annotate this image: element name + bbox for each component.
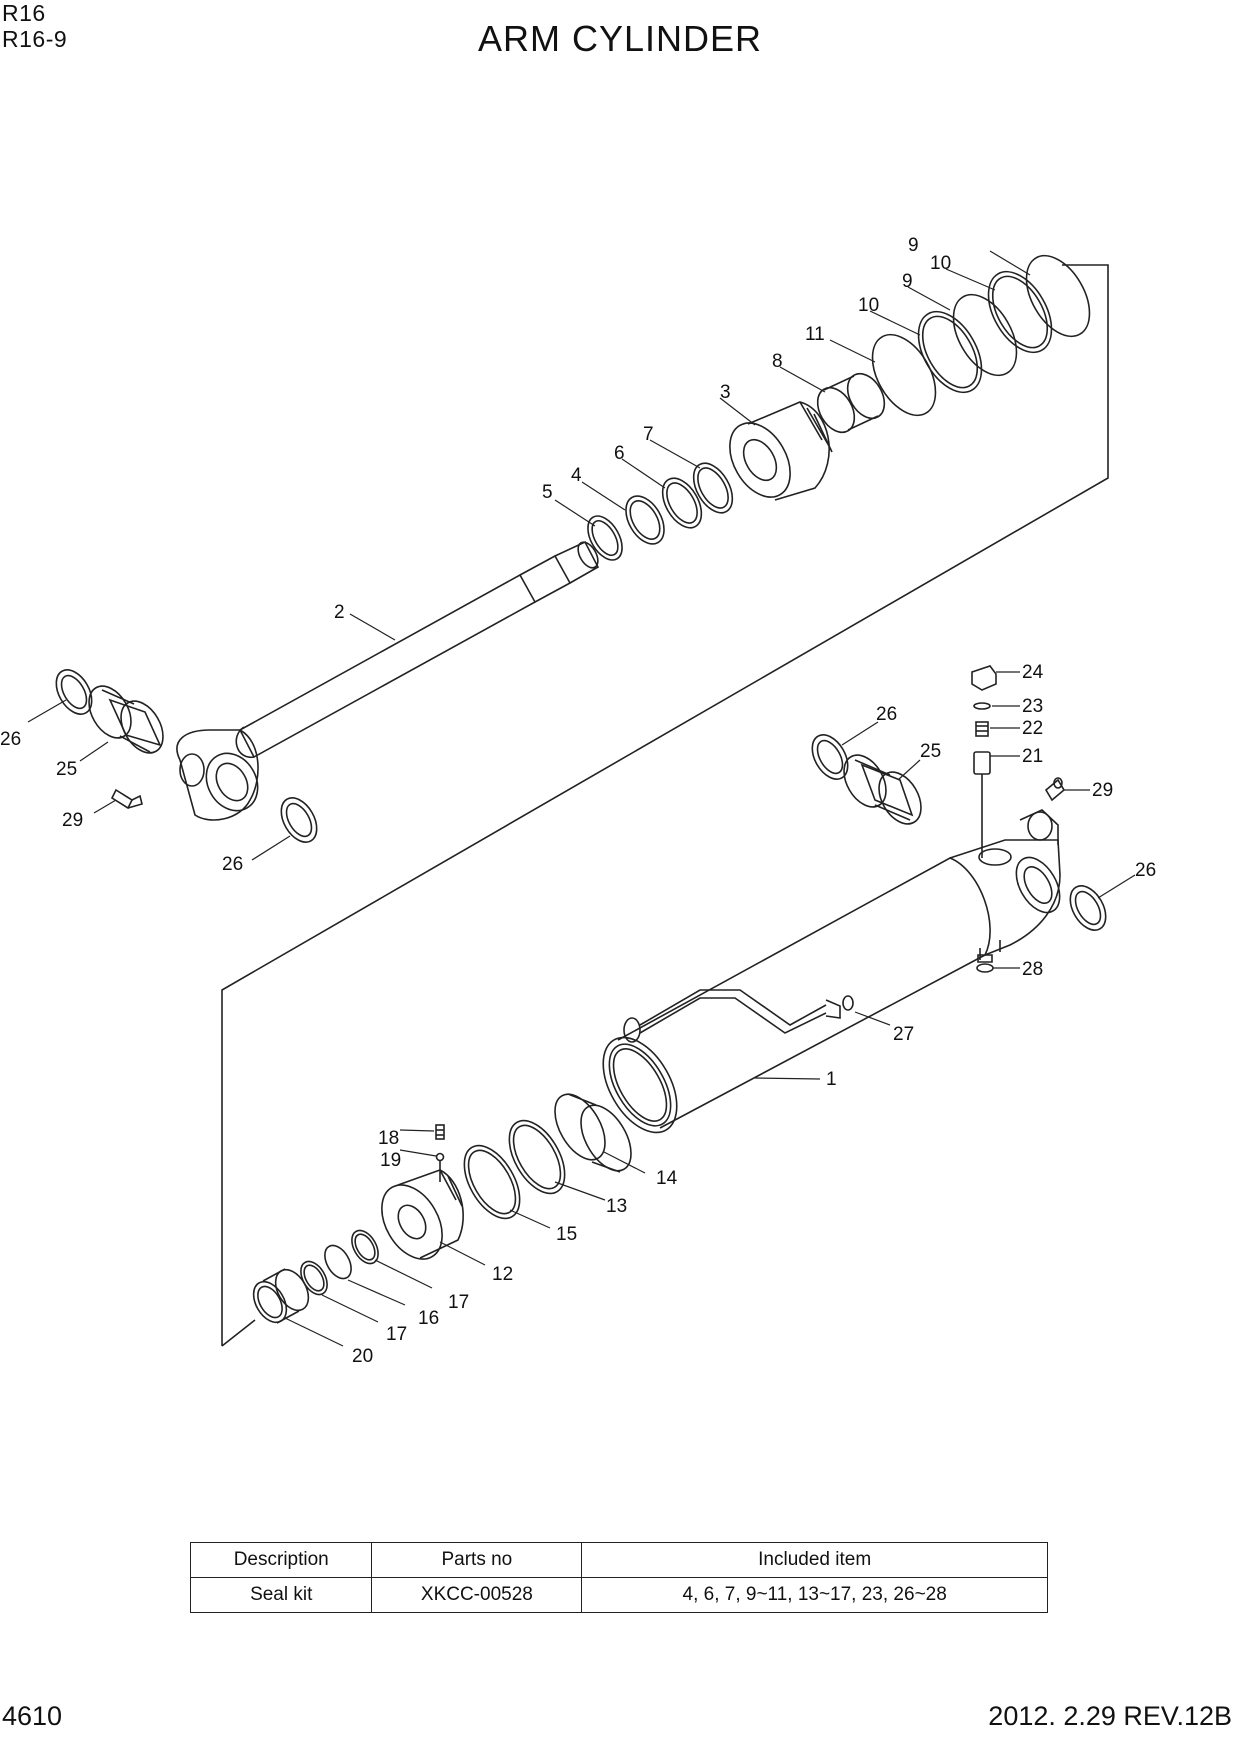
port-boss	[1019, 809, 1059, 845]
callout-26: 26	[876, 704, 897, 725]
bushing-8	[816, 372, 886, 434]
callout-22: 22	[1022, 718, 1043, 739]
piston-seal-small-5	[587, 515, 623, 561]
rod-eye	[176, 729, 259, 821]
callout-19: 19	[380, 1150, 401, 1171]
callout-6: 6	[614, 443, 625, 464]
callout-26: 26	[0, 729, 21, 750]
callout-2: 2	[334, 602, 345, 623]
col-header-description: Description	[189, 1542, 373, 1578]
col-header-included-item: Included item	[581, 1542, 1048, 1578]
backup-ring-10b	[987, 270, 1053, 354]
assembly-frame	[221, 264, 1109, 1347]
grease-nipple-left	[110, 788, 143, 810]
bushing-right	[843, 754, 922, 825]
callout-20: 20	[352, 1346, 373, 1367]
revision-stamp: 2012. 2.29 REV.12B	[988, 1701, 1232, 1731]
seal-kit-table: Description Parts no Included item Seal …	[189, 1542, 1048, 1613]
callout-23: 23	[1022, 696, 1043, 717]
seal-ring-4	[625, 495, 665, 545]
callout-3: 3	[720, 382, 731, 403]
grease-nipple-right	[1044, 777, 1066, 802]
callout-16: 16	[418, 1308, 439, 1329]
dust-seal-left-lower	[280, 797, 318, 843]
leader-lines	[27, 250, 1136, 1347]
seal-ring-7	[692, 462, 734, 514]
callout-27: 27	[893, 1024, 914, 1045]
callout-11: 11	[805, 324, 825, 345]
o-ring-17a	[351, 1229, 379, 1265]
head-block	[949, 839, 1061, 960]
ring-9a	[952, 293, 1018, 377]
wear-ring-13	[508, 1119, 566, 1195]
cell-parts-no: XKCC-00528	[371, 1577, 583, 1613]
page-number: 4610	[2, 1701, 63, 1731]
set-screw-18	[435, 1124, 445, 1140]
callout-24: 24	[1022, 662, 1044, 683]
callout-29: 29	[1092, 780, 1113, 801]
callout-4: 4	[571, 465, 582, 486]
callout-17: 17	[386, 1324, 407, 1345]
piston-12	[381, 1169, 464, 1260]
cell-included-item: 4, 6, 7, 9~11, 13~17, 23, 26~28	[581, 1577, 1048, 1613]
callout-10: 10	[858, 295, 879, 316]
dust-seal-right-lower	[1069, 885, 1107, 931]
backup-ring-16	[324, 1244, 352, 1280]
table-row: Seal kit XKCC-00528 4, 6, 7, 9~11, 13~17…	[189, 1577, 1048, 1613]
callout-17: 17	[448, 1292, 469, 1313]
model-code: R16	[2, 0, 46, 26]
callout-14: 14	[656, 1168, 678, 1189]
cylinder-tube	[602, 857, 991, 1134]
callout-25: 25	[56, 759, 77, 780]
backup-ring-10a	[917, 310, 983, 394]
callout-28: 28	[1022, 959, 1043, 980]
page-ref: R16-9	[2, 26, 68, 52]
callout-18: 18	[378, 1128, 399, 1149]
col-header-parts-no: Parts no	[371, 1542, 583, 1578]
rod-cover-gland	[729, 401, 833, 501]
piston-rod	[235, 540, 600, 759]
o-ring-27	[842, 995, 854, 1011]
callout-9: 9	[902, 271, 913, 292]
piston-bushing-14	[554, 1093, 632, 1173]
cylinder-pipe	[623, 989, 841, 1043]
table-header-row: Description Parts no Included item	[189, 1542, 1048, 1578]
cell-description: Seal kit	[189, 1577, 373, 1613]
bushing-left	[88, 685, 164, 754]
callout-10: 10	[930, 253, 951, 274]
callout-26: 26	[222, 854, 243, 875]
cushion-ring-20	[252, 1268, 310, 1324]
callout-29: 29	[62, 810, 83, 831]
callout-26: 26	[1135, 860, 1156, 881]
callout-15: 15	[556, 1224, 577, 1245]
callout-1: 1	[826, 1069, 837, 1090]
callout-7: 7	[643, 424, 654, 445]
ring-9b	[1025, 254, 1091, 338]
callout-13: 13	[606, 1196, 627, 1217]
dust-seal-right-upper	[811, 734, 849, 780]
callout-9: 9	[908, 235, 919, 256]
piston-seal-15	[463, 1144, 521, 1220]
page-title: ARM CYLINDER	[477, 18, 763, 59]
check-valve-stack	[971, 665, 997, 858]
callout-21: 21	[1022, 746, 1043, 767]
callout-8: 8	[772, 351, 783, 372]
steel-ball-19	[435, 1152, 445, 1182]
callout-12: 12	[492, 1264, 513, 1285]
callout-5: 5	[542, 482, 553, 503]
callout-25: 25	[920, 741, 941, 762]
callout-labels: 1234567899101011121314151617171819202122…	[0, 235, 1156, 1367]
seal-ring-6	[661, 477, 703, 529]
dust-seal-left-upper	[55, 669, 93, 715]
